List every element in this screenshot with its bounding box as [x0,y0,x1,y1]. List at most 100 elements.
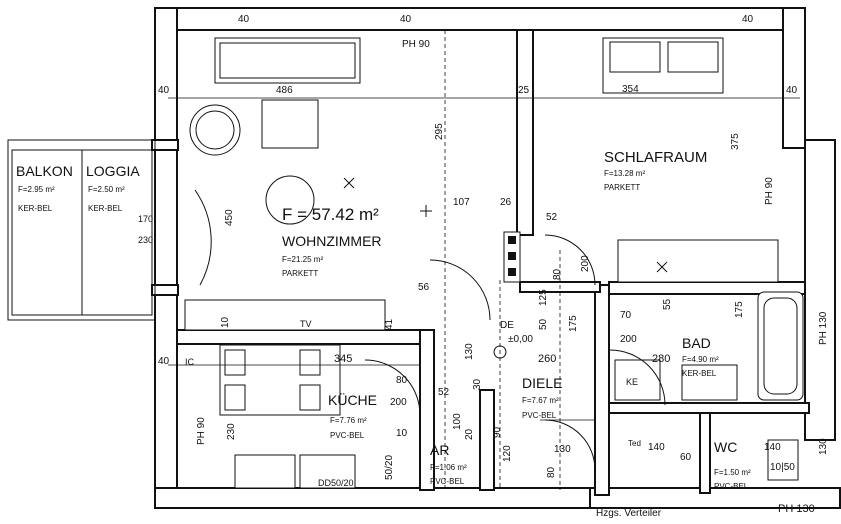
dim-354: 354 [622,84,639,95]
dim-40-kitchen: 40 [158,356,170,367]
outer-walls [154,7,841,509]
schlafraum-area: F=13.28 m² [604,169,645,178]
dim-130-bottom: 130 [554,444,571,455]
schlafraum-name: SCHLAFRAUM [604,149,707,166]
dim-56: 56 [418,282,430,293]
dim-450: 450 [224,209,235,226]
loggia-area: F=2.50 m² [88,185,125,194]
dimension-labels: 40 40 40 40 40 40 486 25 354 375 295 450… [158,14,829,480]
diele-floor: PVC-BEL [522,411,557,420]
kueche-name: KÜCHE [328,391,377,408]
balkon-dim-top: 170 [138,214,153,224]
doors [168,30,800,490]
dd-label: DD50/20 [318,478,354,488]
dim-41: 41 [384,318,395,330]
diele-area: F=7.67 m² [522,396,559,405]
dim-90: 90 [492,426,503,438]
ph130-bottom: PH 130 [778,503,815,515]
hzgs-label: Hzgs. Verteiler [596,508,662,519]
dim-50: 50 [538,318,549,330]
dim-486: 486 [276,85,293,96]
wc-name: WC [714,439,737,455]
dim-52-top: 52 [546,212,558,223]
ar-floor: PVC-BEL [430,477,465,486]
bad-floor: KER-BEL [682,369,717,378]
dim-175-bad: 175 [734,301,745,318]
pm-label: ±0,00 [508,334,533,345]
ph130-right: PH 130 [818,311,829,345]
bad-name: BAD [682,335,711,351]
wc-floor: PVC-BEL [714,482,749,491]
bad-area: F=4.90 m² [682,355,719,364]
dim-295: 295 [434,123,445,140]
dim-140-left: 140 [648,442,665,453]
dim-40-top-mid: 40 [400,14,412,25]
balkon-dim-bottom: 230 [138,235,153,245]
dim-230: 230 [226,423,237,440]
dim-130-bad: 130 [818,438,829,455]
dim-40-top-right: 40 [742,14,754,25]
loggia-name: LOGGIA [86,163,140,179]
dim-280: 280 [652,353,670,365]
dim-100: 100 [452,413,463,430]
dim-25: 25 [518,85,530,96]
dim-26: 26 [500,197,512,208]
dim-200-bad: 200 [620,334,637,345]
wardrobe [617,239,779,283]
round-table [265,175,315,225]
tedy-label: Ted [628,439,641,448]
total-area: F = 57.42 m² [282,205,379,224]
washing-machine [681,364,738,401]
ke-label: KE [626,377,638,387]
furniture [184,37,804,489]
dim-70: 70 [620,310,632,321]
dim-80-kitchen: 80 [396,375,408,386]
dim-10-kitchen: 10 [396,428,408,439]
misc-labels: PH 90 TV DD50/20 DE ±0,00 Hzgs. Verteile… [185,39,829,519]
dim-120: 120 [502,445,513,462]
loggia-floor: KER-BEL [88,204,123,213]
ic-label: IC [185,357,195,367]
dim-80-bottom: 80 [546,466,557,478]
balkon-floor: KER-BEL [18,204,53,213]
diele-name: DIELE [522,375,562,391]
dim-80-top: 80 [552,268,563,280]
dim-375: 375 [730,133,741,150]
tv-board [184,299,386,331]
dim-10-left: 10 [220,316,231,328]
kitchen-counter [234,454,296,489]
dim-60: 60 [680,452,692,463]
dim-107: 107 [453,197,470,208]
wohnzimmer-area: F=21.25 m² [282,255,323,264]
dim-30: 30 [472,378,483,390]
dim-125: 125 [538,289,549,306]
dim-345: 345 [334,353,352,365]
room-labels: BALKON F=2.95 m² KER-BEL LOGGIA F=2.50 m… [16,149,751,491]
dim-40-right: 40 [786,85,798,96]
dim-260: 260 [538,353,556,365]
tv-label: TV [300,319,312,329]
ar-name: AR [430,442,449,458]
kueche-area: F=7.76 m² [330,416,367,425]
ph90-top: PH 90 [402,39,430,50]
dim-175-diele: 175 [568,315,579,332]
balcony-outline [7,139,156,321]
de-label: DE [500,320,514,331]
balkon-area: F=2.95 m² [18,185,55,194]
dim-55: 55 [662,298,673,310]
wc-area: F=1.50 m² [714,468,751,477]
balkon-name: BALKON [16,163,73,179]
dim-52-mid: 52 [438,387,450,398]
wohnzimmer-floor: PARKETT [282,269,318,278]
wohnzimmer-name: WOHNZIMMER [282,233,382,249]
cross-marks [343,177,668,359]
washbasin [614,359,661,401]
table [261,99,319,149]
dim-10-50: 10|50 [770,462,795,473]
ph90-right: PH 90 [764,177,775,205]
schlafraum-floor: PARKETT [604,183,640,192]
dim-20: 20 [464,428,475,440]
ar-area: F=1.06 m² [430,463,467,472]
dim-140-right: 140 [764,442,781,453]
